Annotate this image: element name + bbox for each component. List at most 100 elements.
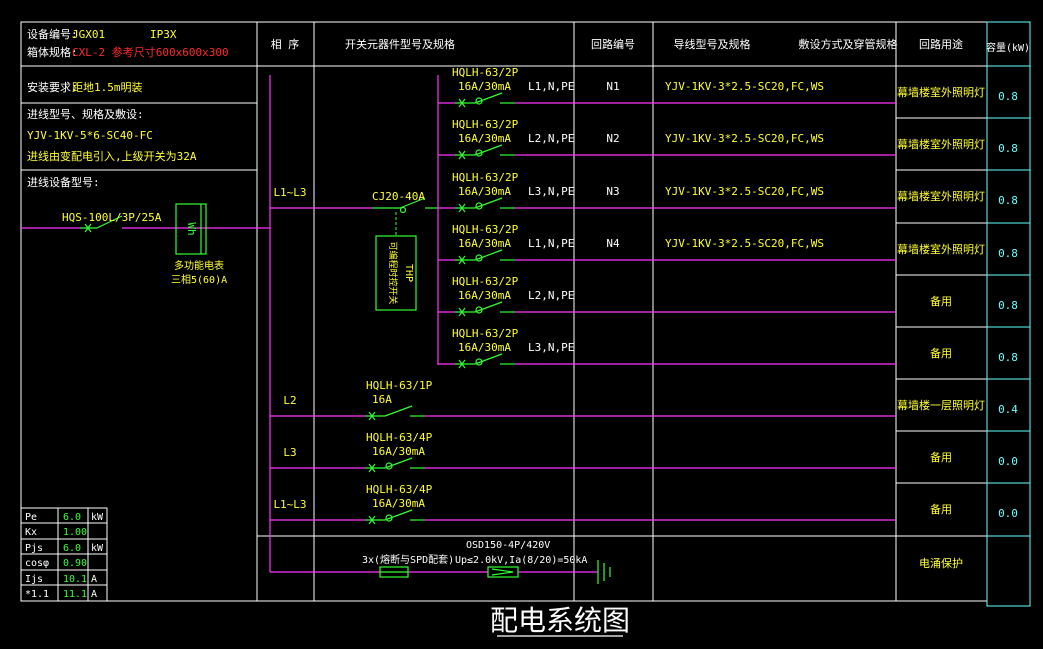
main-switch-label: HQS-100L/3P/25A: [62, 211, 162, 224]
branch-capacity: 0.4: [998, 403, 1018, 416]
branch-usage: 备用: [930, 502, 952, 516]
branch-capacity: 0.8: [998, 351, 1018, 364]
param-value: 11.1: [63, 589, 87, 600]
param-table-grid: [20, 507, 108, 602]
branch-usage: 备用: [930, 346, 952, 360]
meter-label-2: 三相5(60)A: [171, 273, 227, 286]
meter-label-1: 多功能电表: [174, 259, 224, 272]
col-wire-model: 导线型号及规格: [674, 37, 751, 51]
col-usage: 回路用途: [919, 37, 963, 51]
breaker-model: HQLH-63/4P: [366, 483, 433, 496]
param-value: 0.90: [63, 558, 87, 569]
circuit-no: N1: [606, 80, 619, 93]
breaker-model: HQLH-63/2P: [452, 171, 519, 184]
branch-usage: 幕墙楼室外照明灯: [897, 137, 985, 151]
param-unit: A: [91, 589, 97, 600]
diagram-title: 配电系统图: [490, 604, 630, 637]
breaker-symbol: [365, 405, 425, 421]
branch-capacity: 0.8: [998, 90, 1018, 103]
param-unit: A: [91, 574, 97, 585]
device-no-value: JGX01: [72, 28, 105, 41]
breaker-symbol: [455, 197, 515, 213]
branch-capacity: 0.8: [998, 142, 1018, 155]
spec-value: CXL-2 参考尺寸600x600x300: [72, 45, 229, 59]
incoming-label: 进线型号、规格及敷设:: [27, 107, 144, 121]
branch-cable: YJV-1KV-3*2.5-SC20,FC,WS: [665, 132, 824, 145]
incoming-note: 进线由变配电引入,上级开关为32A: [27, 149, 197, 163]
incoming-cable: YJV-1KV-5*6-SC40-FC: [27, 129, 153, 142]
branch-cable: YJV-1KV-3*2.5-SC20,FC,WS: [665, 80, 824, 93]
col-circuit-no: 回路编号: [591, 37, 635, 51]
breaker-symbol: [455, 301, 515, 317]
phase-label: L3: [283, 446, 296, 459]
branch-capacity: 0.8: [998, 194, 1018, 207]
branch-usage: 备用: [930, 294, 952, 308]
meter-wh: Wh: [185, 222, 198, 235]
breaker-symbol: [365, 509, 425, 525]
breaker-rating: 16A/30mA: [458, 80, 511, 93]
install-value: 距地1.5m明装: [72, 81, 143, 94]
breaker-rating: 16A/30mA: [458, 185, 511, 198]
breaker-rating: 16A/30mA: [458, 132, 511, 145]
branch-capacity: 0.8: [998, 299, 1018, 312]
breaker-rating: 16A/30mA: [372, 497, 425, 510]
meter-symbol: [175, 203, 207, 255]
breaker-model: HQLH-63/1P: [366, 379, 433, 392]
branch-conductors: L1,N,PE: [528, 80, 574, 93]
contactor-symbol: [372, 197, 438, 214]
branch-conductors: L3,N,PE: [528, 341, 574, 354]
circuit-no: N4: [606, 237, 620, 250]
circuit-no: N3: [606, 185, 619, 198]
spec-label: 箱体规格:: [27, 45, 78, 59]
breaker-model: HQLH-63/2P: [452, 118, 519, 131]
main-switch-symbol: [80, 215, 123, 233]
branch-usage: 幕墙楼室外照明灯: [897, 242, 985, 256]
spd-fuse-label: 3x(熔断与SPD配套): [362, 553, 454, 566]
spd-usage: 电涌保护: [919, 556, 963, 570]
param-name: cosφ: [25, 558, 49, 569]
branch-cable: YJV-1KV-3*2.5-SC20,FC,WS: [665, 185, 824, 198]
breaker-rating: 16A: [372, 393, 392, 406]
breaker-symbol: [365, 457, 425, 473]
time-controller-text: 可编程时控开关: [387, 241, 399, 304]
col-phase-seq: 相 序: [271, 37, 300, 51]
branch-usage: 幕墙楼一层照明灯: [897, 398, 985, 412]
contactor-model: CJ20-40A: [372, 190, 425, 203]
time-controller-code: THP: [403, 264, 414, 282]
branch-usage: 幕墙楼室外照明灯: [897, 85, 985, 99]
busbar: [269, 75, 372, 572]
protection-rating: IP3X: [150, 28, 177, 41]
param-name: *1.1: [25, 589, 49, 600]
breaker-symbol: [455, 353, 515, 369]
table-grid: [20, 21, 988, 602]
circuit-no: N2: [606, 132, 619, 145]
branch-conductors: L2,N,PE: [528, 289, 574, 302]
branch-capacity: 0.8: [998, 247, 1018, 260]
breaker-model: HQLH-63/2P: [452, 327, 519, 340]
usage-row-lines: [896, 117, 987, 484]
breaker-symbol: [455, 144, 515, 160]
incoming-device-label: 进线设备型号:: [27, 175, 100, 189]
phase-label: L1~L3: [273, 186, 306, 199]
capacity-column: [986, 21, 1031, 607]
install-label: 安装要求:: [27, 80, 78, 94]
col-laying: 敷设方式及穿管规格: [799, 37, 898, 51]
spd-params: Up≤2.0kV,Ia(8/20)=50kA: [455, 555, 587, 566]
param-name: Ijs: [25, 574, 43, 585]
breaker-rating: 16A/30mA: [372, 445, 425, 458]
phase-label: L1~L3: [273, 498, 306, 511]
breaker-symbol: [455, 92, 515, 108]
branch-capacity: 0.0: [998, 455, 1018, 468]
branch-conductors: L2,N,PE: [528, 132, 574, 145]
col-switch-model: 开关元器件型号及规格: [345, 37, 455, 51]
param-value: 6.0: [63, 543, 81, 554]
param-value: 1.00: [63, 527, 87, 538]
